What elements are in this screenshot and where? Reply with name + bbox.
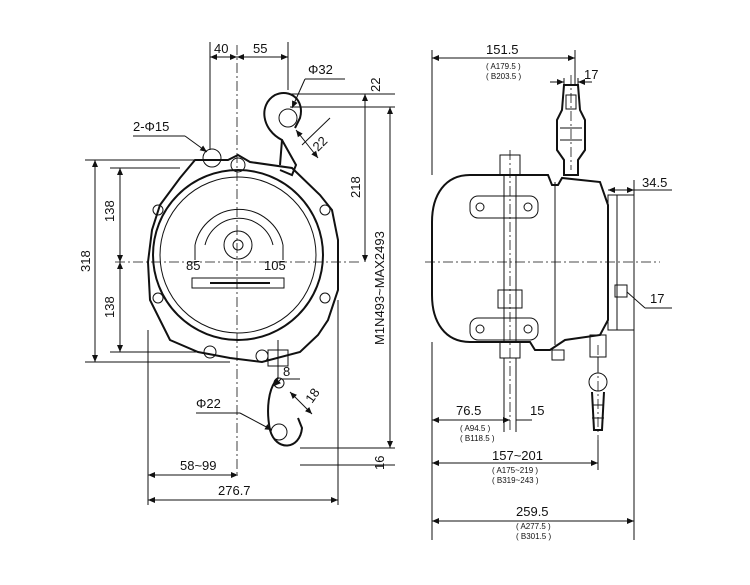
dim-138-top: 138: [102, 200, 117, 222]
dim-16: 16: [372, 456, 387, 470]
housing-bolt: [319, 204, 331, 216]
mount-hole-top: [230, 157, 246, 173]
sub-b301-5: ( B301.5 ): [516, 532, 551, 541]
housing-bolt: [152, 204, 164, 216]
housing-bolt: [255, 349, 269, 363]
dim-55: 55: [253, 41, 267, 56]
gauge-label-85: 85: [186, 258, 200, 273]
mount-hole-left: [202, 148, 222, 168]
dim-8: 8: [283, 364, 290, 379]
front-housing: [146, 148, 339, 364]
dim-34-5: 34.5: [642, 175, 667, 190]
housing-bolt: [152, 292, 164, 304]
dim-276-7: 276.7: [218, 483, 251, 498]
sub-b319-243: ( B319~243 ): [492, 476, 539, 485]
front-view: 85 105 40 55 Φ32 22: [78, 41, 395, 505]
dim-58-99: 58~99: [180, 458, 217, 473]
side-frame: [469, 154, 539, 359]
tension-gauge: 85 105: [186, 208, 286, 289]
dim-76-5: 76.5: [456, 403, 481, 418]
side-bottom-hook: [551, 334, 608, 431]
dim-157-201: 157~201: [492, 448, 543, 463]
sub-b118-5: ( B118.5 ): [460, 434, 495, 443]
front-drum: [152, 169, 324, 341]
gauge-label-105: 105: [264, 258, 286, 273]
dim-22-top: 22: [368, 78, 383, 92]
dim-318: 318: [78, 250, 93, 272]
dim-138-bottom: 138: [102, 296, 117, 318]
sub-a94-5: ( A94.5 ): [460, 424, 491, 433]
side-view: 151.5 ( A179.5 ) ( B203.5 ) 17 34.5 17 7…: [425, 42, 672, 541]
gauge-center: [223, 230, 253, 260]
dim-18: 18: [302, 385, 323, 405]
dim-218: 218: [348, 176, 363, 198]
dim-17-top: 17: [584, 67, 598, 82]
sub-a175-219: ( A175~219 ): [492, 466, 538, 475]
sub-b203-5: ( B203.5 ): [486, 72, 521, 81]
sub-a179-5: ( A179.5 ): [486, 62, 521, 71]
dim-40: 40: [214, 41, 228, 56]
housing-bolt: [203, 345, 217, 359]
side-top-hook: [556, 84, 586, 176]
dim-phi22: Φ22: [196, 396, 221, 411]
dim-2phi15: 2-Φ15: [133, 119, 169, 134]
gauge-scale-bar: [191, 277, 285, 289]
dim-17-right: 17: [650, 291, 664, 306]
dim-259-5: 259.5: [516, 504, 549, 519]
housing-bolt: [319, 292, 331, 304]
dim-phi32: Φ32: [308, 62, 333, 77]
dim-151-5: 151.5: [486, 42, 519, 57]
sub-a277-5: ( A277.5 ): [516, 522, 551, 531]
dim-15: 15: [530, 403, 544, 418]
side-mount-plate: [607, 194, 635, 331]
top-hook: [263, 92, 302, 177]
side-body: [431, 174, 635, 351]
dim-m1n-max: M1N493~MAX2493: [372, 231, 387, 345]
front-drum-inner: [159, 176, 317, 334]
bottom-hook-eye: [270, 423, 288, 441]
